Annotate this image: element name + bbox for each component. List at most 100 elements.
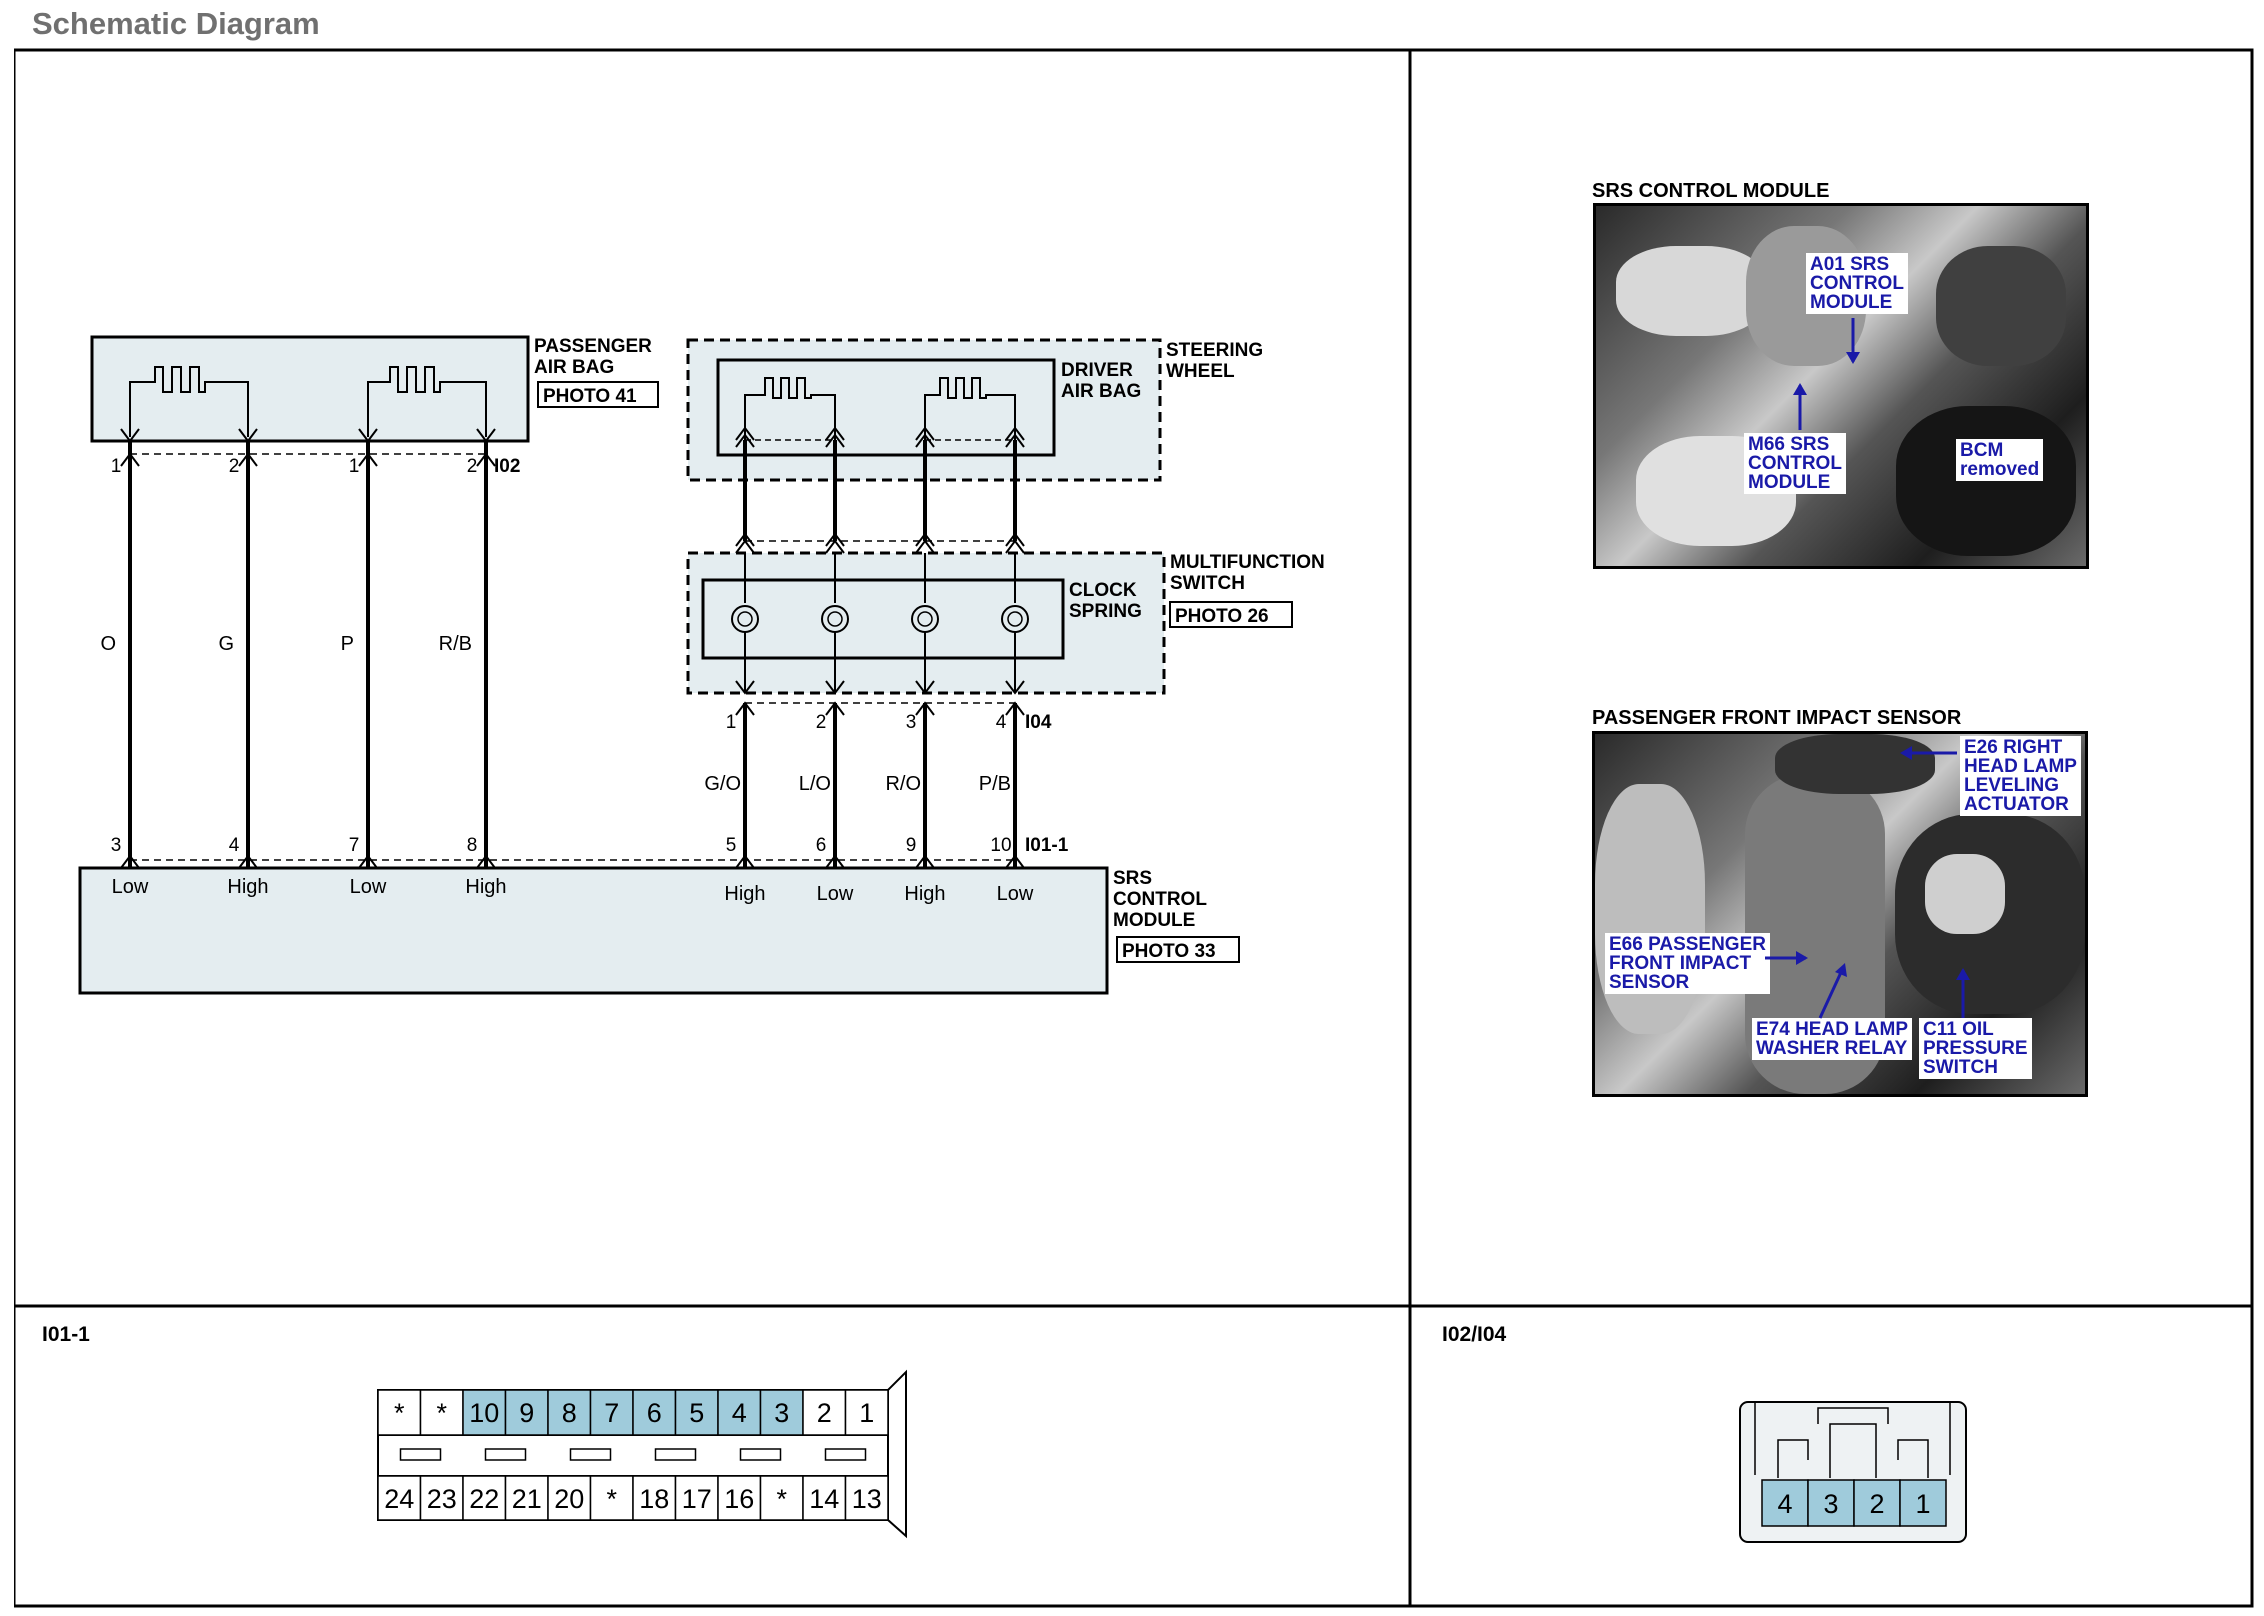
arrow-driver2-3 bbox=[915, 433, 935, 448]
passenger-airbag: PASSENGER AIR BAG PHOTO 41 bbox=[90, 335, 659, 443]
i01-bottom-cell bbox=[462, 1475, 507, 1521]
i01-pin-6: 6 bbox=[816, 835, 827, 856]
arrow-i01-3 bbox=[358, 854, 378, 869]
i02-i04-pin-cell bbox=[1899, 1479, 1947, 1527]
wire-color-left-3: P bbox=[341, 633, 354, 655]
arrow-driver2-2 bbox=[825, 433, 845, 448]
i01-pin-5: 5 bbox=[726, 835, 737, 856]
schematic-frame: PASSENGER AIR BAG PHOTO 41 DRIVER AIR BA… bbox=[14, 48, 2254, 1608]
arrow-cs-bottom-4 bbox=[1005, 680, 1025, 695]
arrow-i02-lower-3 bbox=[358, 452, 378, 467]
callout-a01-srs: A01 SRS CONTROL MODULE bbox=[1806, 253, 1908, 314]
i04-pin-2: 2 bbox=[816, 712, 827, 733]
i01-bottom-pin: 16 bbox=[724, 1484, 754, 1514]
arrow-i02-1 bbox=[120, 428, 140, 443]
arrow-cs-top-4 bbox=[1005, 539, 1025, 554]
i01-bottom-cell bbox=[632, 1475, 677, 1521]
arrow-cs-top2-1 bbox=[735, 532, 755, 547]
arrow-driver-3 bbox=[915, 426, 935, 441]
callout-e66: E66 PASSENGER FRONT IMPACT SENSOR bbox=[1605, 933, 1770, 994]
i01-pin-2: 4 bbox=[229, 835, 240, 856]
wire-color-left-4: R/B bbox=[439, 633, 472, 655]
i01-top-cell bbox=[844, 1389, 889, 1436]
i01-top-cell bbox=[759, 1389, 804, 1436]
arrow-i02-lower-1 bbox=[120, 452, 140, 467]
multifunction-label-1: MULTIFUNCTION bbox=[1170, 552, 1325, 573]
i01-bottom-pin: 20 bbox=[554, 1484, 584, 1514]
arrow-cs-bottom-3 bbox=[915, 680, 935, 695]
i01-top-pin: 2 bbox=[817, 1398, 832, 1428]
impact-photo-title: PASSENGER FRONT IMPACT SENSOR bbox=[1592, 707, 1962, 729]
page-title: Schematic Diagram bbox=[32, 6, 320, 41]
pin-function-1: Low bbox=[112, 876, 149, 898]
i01-top-cell bbox=[632, 1389, 677, 1436]
i01-top-pin: 5 bbox=[689, 1398, 704, 1428]
i01-top-cell bbox=[674, 1389, 719, 1436]
steering-wheel-label-2: WHEEL bbox=[1166, 361, 1235, 382]
i01-bottom-cell bbox=[674, 1475, 719, 1521]
i01-bottom-cell bbox=[802, 1475, 847, 1521]
driver-squib-right bbox=[924, 377, 1016, 440]
latch-slot bbox=[484, 1448, 527, 1461]
i01-top-cell bbox=[547, 1389, 592, 1436]
wire-color-right-1: G/O bbox=[704, 773, 741, 795]
clock-spring-coil-inner-2 bbox=[827, 611, 843, 627]
clock-spring-coil-inner-3 bbox=[917, 611, 933, 627]
i01-pin-3: 7 bbox=[349, 835, 360, 856]
i01-bottom-cell bbox=[547, 1475, 592, 1521]
steering-wheel-label-1: STEERING bbox=[1166, 340, 1263, 361]
passenger-airbag-label-2: AIR BAG bbox=[534, 357, 614, 378]
arrow-cs-bottom-1 bbox=[735, 680, 755, 695]
arrow-i01r-1 bbox=[735, 854, 755, 869]
i01-bottom-pin: 23 bbox=[427, 1484, 457, 1514]
i01-bottom-cell bbox=[589, 1475, 634, 1521]
i01-top-pin: * bbox=[436, 1398, 447, 1428]
arrow-driver-1 bbox=[735, 426, 755, 441]
arrow-i02-3 bbox=[358, 428, 378, 443]
arrow-cs-top-3 bbox=[915, 539, 935, 554]
photo-33-label: PHOTO 33 bbox=[1122, 941, 1216, 962]
arrow-i02-2 bbox=[238, 428, 258, 443]
i04-pin-1: 1 bbox=[726, 712, 737, 733]
i01-1-label: I01-1 bbox=[1025, 835, 1069, 856]
arrow-i02-4 bbox=[476, 428, 496, 443]
i02-i04-pin: 2 bbox=[1869, 1489, 1884, 1519]
latch-slot bbox=[399, 1448, 442, 1461]
photo-41-label: PHOTO 41 bbox=[543, 386, 637, 407]
passenger-airbag-label-1: PASSENGER bbox=[534, 336, 652, 357]
srs-label-1: SRS bbox=[1113, 868, 1152, 889]
i01-bottom-pin: * bbox=[776, 1484, 787, 1514]
arrow-i01-4 bbox=[476, 854, 496, 869]
arrow-driver-4 bbox=[1005, 426, 1025, 441]
i02-i04-pin-cell bbox=[1761, 1479, 1809, 1527]
srs-control-module-photo: A01 SRS CONTROL MODULE M66 SRS CONTROL M… bbox=[1593, 203, 2089, 569]
pin-function-5: High bbox=[724, 883, 765, 905]
i01-top-cell bbox=[802, 1389, 847, 1436]
wire-color-right-2: L/O bbox=[799, 773, 831, 795]
i01-top-pin: 9 bbox=[519, 1398, 534, 1428]
clock-spring-label-1: CLOCK bbox=[1069, 580, 1137, 601]
clock-spring-coil-inner-4 bbox=[1007, 611, 1023, 627]
srs-photo-title: SRS CONTROL MODULE bbox=[1592, 180, 1830, 202]
multifunction-label-2: SWITCH bbox=[1170, 573, 1245, 594]
callout-e26: E26 RIGHT HEAD LAMP LEVELING ACTUATOR bbox=[1960, 736, 2081, 816]
arrow-driver2-1 bbox=[735, 433, 755, 448]
arrow-i01r-2 bbox=[825, 854, 845, 869]
squib-right bbox=[367, 366, 487, 437]
latch-slot bbox=[824, 1448, 867, 1461]
driver-squib-left bbox=[744, 377, 836, 440]
callout-m66-srs: M66 SRS CONTROL MODULE bbox=[1744, 433, 1846, 494]
wiring: 1O3Low2G4High1P7Low2R/B8High1G/O5High2L/… bbox=[100, 426, 1034, 905]
wire-color-right-4: P/B bbox=[979, 773, 1011, 795]
steering-wheel: DRIVER AIR BAG STEERING WHEEL bbox=[686, 338, 1263, 482]
latch-slot bbox=[739, 1448, 782, 1461]
arrow-cs-bottom-2 bbox=[825, 680, 845, 695]
i01-bottom-pin: 13 bbox=[852, 1484, 882, 1514]
i02-pin-3: 1 bbox=[349, 456, 360, 477]
i01-bottom-cell bbox=[377, 1475, 422, 1521]
